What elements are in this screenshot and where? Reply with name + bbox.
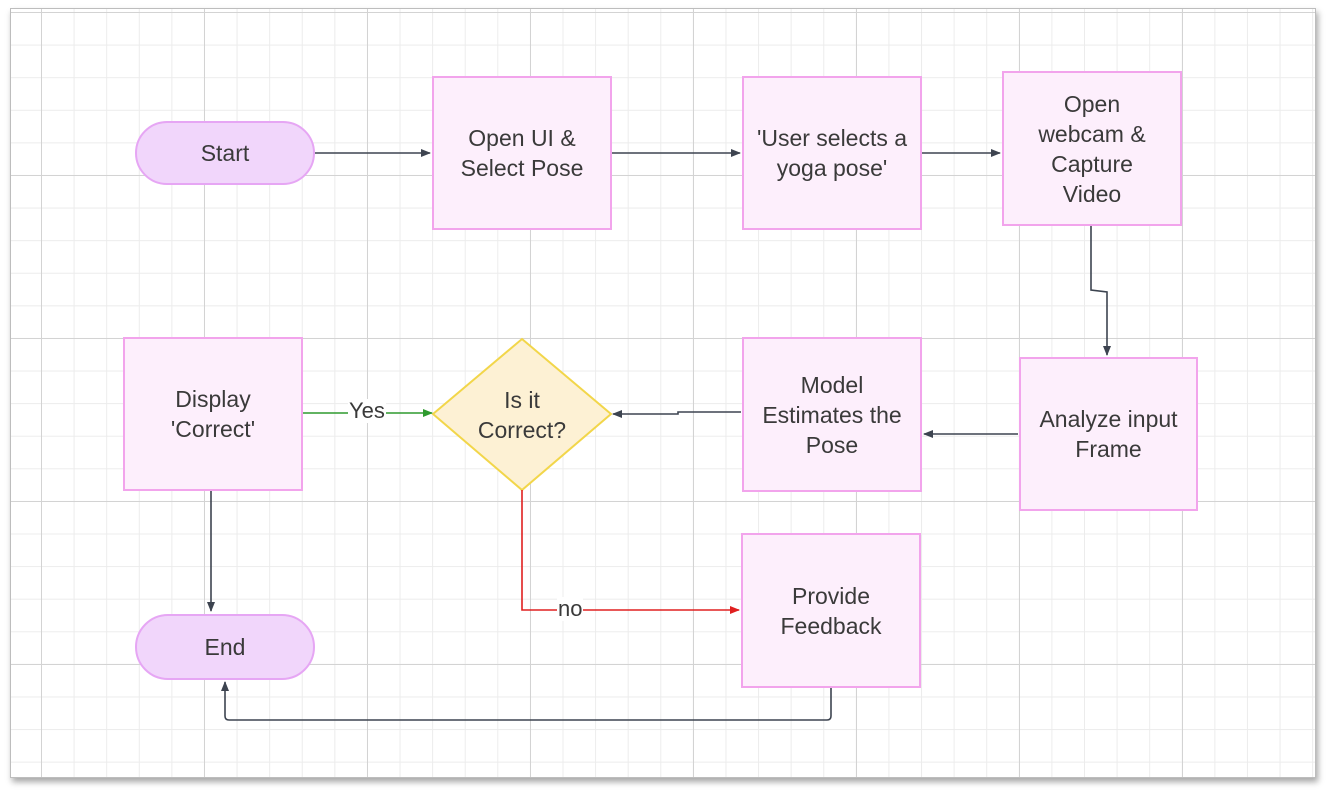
end-label: End [204,634,246,660]
edge-no [521,490,740,614]
open-ui-node: Open UI & Select Pose [432,76,612,230]
open-webcam-node: Open webcam & Capture Video [1002,71,1182,226]
edge-webcam-to-analyze [1090,226,1111,356]
no-edge-label: no [557,596,584,621]
feedback-label: Provide Feedback [780,582,882,639]
edge-feedback-to-end [221,681,832,721]
edge-model-to-decision [612,410,741,418]
user-selects-label: 'User selects a yoga pose' [756,125,908,181]
user-selects-node: 'User selects a yoga pose' [742,76,922,230]
decision-node: Is it Correct? [433,339,611,490]
display-label: Display 'Correct' [170,386,256,442]
decision-label: Is it Correct? [477,386,567,443]
analyze-node: Analyze input Frame [1019,357,1198,511]
display-node: Display 'Correct' [123,337,303,491]
start-node: Start [135,121,315,185]
open-ui-label: Open UI & Select Pose [460,125,584,181]
model-node: Model Estimates the Pose [742,337,922,492]
analyze-label: Analyze input Frame [1039,406,1178,462]
model-label: Model Estimates the Pose [762,371,902,458]
end-node: End [135,614,315,680]
start-label: Start [200,140,250,166]
feedback-node: Provide Feedback [741,533,921,688]
yes-edge-label: Yes [348,398,386,423]
open-webcam-label: Open webcam & Capture Video [1038,90,1146,207]
